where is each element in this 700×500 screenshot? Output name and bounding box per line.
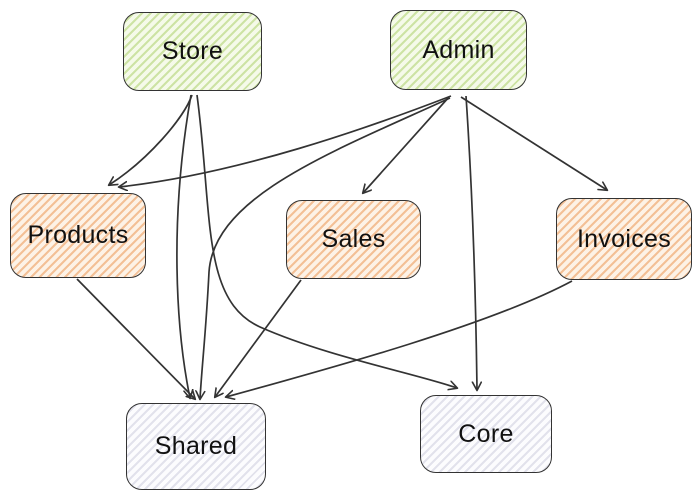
node-sales-label: Sales	[321, 225, 386, 253]
node-core-label: Core	[458, 419, 514, 448]
edge-admin-sales	[363, 96, 450, 193]
node-admin-label: Admin	[422, 35, 495, 64]
edge-store-shared	[176, 94, 191, 398]
node-products-label: Products	[27, 221, 129, 249]
edge-admin-invoices	[460, 96, 607, 190]
node-shared: Shared	[126, 403, 266, 490]
node-admin: Admin	[390, 10, 527, 90]
node-sales: Sales	[286, 200, 421, 279]
edge-admin-core	[465, 95, 477, 390]
edge-store-core	[196, 94, 457, 388]
edge-store-products	[109, 94, 193, 185]
edge-sales-shared	[215, 279, 302, 397]
node-core: Core	[420, 395, 552, 473]
edge-products-shared	[76, 278, 195, 399]
node-invoices: Invoices	[556, 198, 692, 280]
edge-admin-products	[119, 95, 452, 187]
node-store-label: Store	[161, 37, 224, 65]
node-shared-label: Shared	[154, 432, 238, 460]
edge-invoices-shared	[226, 280, 573, 397]
edge-admin-shared	[200, 97, 451, 399]
node-products: Products	[10, 193, 146, 278]
node-invoices-label: Invoices	[576, 224, 672, 253]
node-store: Store	[123, 12, 262, 91]
